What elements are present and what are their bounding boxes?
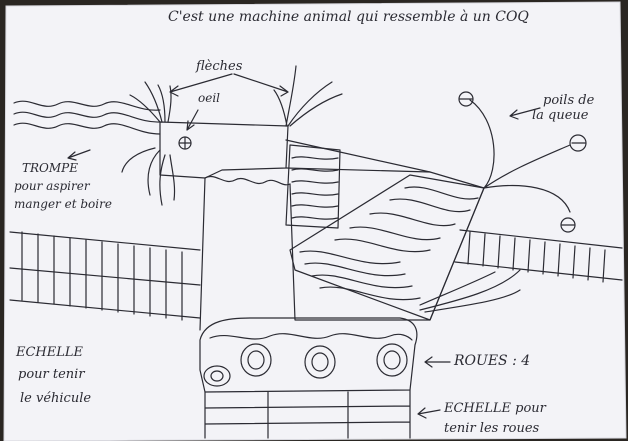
label-wheel-ladder-2: tenir les roues bbox=[444, 422, 539, 436]
label-tail-hairs-2: la queue bbox=[532, 109, 589, 123]
label-trunk-1: TROMPE bbox=[22, 162, 78, 175]
label-wheels: ROUES : 4 bbox=[454, 354, 530, 369]
drawing-title: C'est une machine animal qui ressemble à… bbox=[168, 10, 529, 25]
label-oeil: oeil bbox=[198, 92, 220, 105]
label-trunk-2: pour aspirer bbox=[14, 180, 90, 193]
label-ladder-2: pour tenir bbox=[18, 368, 85, 382]
label-ladder-1: ECHELLE bbox=[16, 346, 83, 360]
label-fleches: flèches bbox=[196, 60, 242, 74]
label-ladder-3: le véhicule bbox=[20, 392, 91, 406]
label-tail-hairs-1: poils de bbox=[543, 94, 594, 108]
label-trunk-3: manger et boire bbox=[14, 198, 112, 211]
label-wheel-ladder-1: ECHELLE pour bbox=[444, 402, 546, 416]
